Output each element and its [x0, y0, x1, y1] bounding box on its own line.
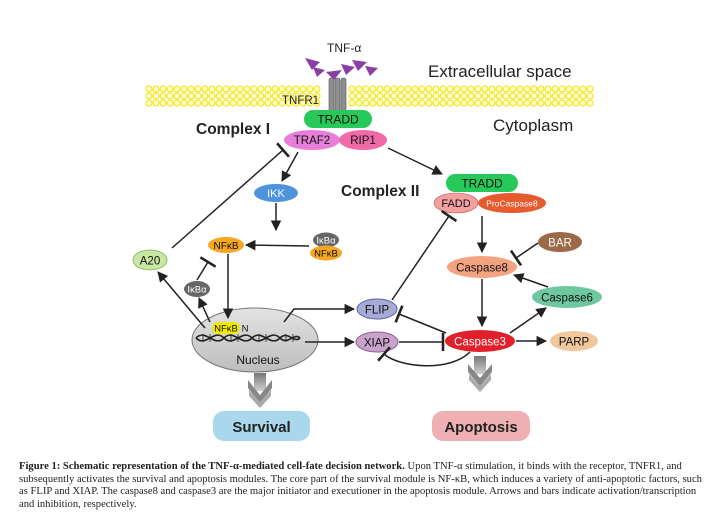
- tnfr1-receptor-icon: [328, 77, 347, 113]
- survival-gray-arrow-icon: [248, 373, 272, 408]
- svg-text:NFκB: NFκB: [314, 249, 338, 260]
- network-edges: [157, 142, 549, 367]
- svg-text:FLIP: FLIP: [365, 305, 390, 317]
- tnf-network-diagram: Extracellular space Cytoplasm TNF-α TNFR…: [132, 41, 602, 441]
- svg-text:IκBα: IκBα: [187, 285, 207, 296]
- parp-node: PARP: [550, 331, 598, 351]
- figure-caption-body: Upon TNF-α stimulation, it binds with th…: [19, 461, 702, 510]
- survival-outcome: Survival: [213, 411, 310, 441]
- svg-text:A20: A20: [140, 256, 160, 268]
- edge-caspase3-inhibits-flip: [394, 305, 447, 334]
- flip-node: FLIP: [356, 298, 398, 320]
- edge-nucleus-a20: [157, 271, 206, 329]
- ikba-left-node: IκBα: [184, 281, 210, 297]
- svg-text:Caspase8: Caspase8: [456, 263, 508, 275]
- tnf-label: TNF-α: [327, 41, 361, 55]
- apoptosis-outcome: Apoptosis: [432, 411, 530, 441]
- edge-ikba-inhibits-nfkb: [196, 256, 217, 281]
- svg-text:XIAP: XIAP: [364, 338, 391, 350]
- svg-text:N: N: [242, 324, 249, 335]
- rip1-node: RIP1: [339, 130, 387, 150]
- xiap-node: XIAP: [355, 331, 399, 353]
- svg-text:Survival: Survival: [232, 419, 290, 436]
- edge-nucleus-flip: [283, 303, 356, 323]
- tnfr1-label: TNFR1: [282, 95, 319, 107]
- caspase3-node: Caspase3: [445, 330, 515, 352]
- edge-nucleus-ikba: [198, 297, 211, 323]
- svg-text:PARP: PARP: [559, 337, 590, 349]
- edge-rip1-complex2: [387, 147, 443, 175]
- nfkb-nucleus-node: NFκB N: [212, 322, 249, 335]
- fadd-node: FADD: [433, 192, 479, 214]
- svg-text:Caspase3: Caspase3: [454, 337, 506, 349]
- cell-membrane: [145, 85, 594, 107]
- svg-text:IKK: IKK: [267, 188, 285, 200]
- tradd-node-complex2: TRADD: [446, 174, 518, 192]
- dna-helix-icon: [195, 334, 301, 342]
- bar-node: BAR: [538, 232, 582, 252]
- complex1-label: Complex I: [196, 121, 270, 138]
- apoptosis-gray-arrow-icon: [468, 356, 492, 392]
- nucleus-label: Nucleus: [236, 353, 279, 367]
- procaspase8-node: ProCaspase8: [478, 193, 546, 213]
- edge-traf2-ikk: [281, 151, 299, 182]
- svg-text:NFκB: NFκB: [214, 324, 238, 335]
- svg-text:TRADD: TRADD: [317, 113, 359, 127]
- edge-complex-nfkb: [244, 239, 310, 251]
- svg-text:IκBα: IκBα: [316, 236, 336, 247]
- tnf-ligand-icon: [305, 58, 378, 80]
- extracellular-space-label: Extracellular space: [428, 62, 572, 81]
- ikk-node: IKK: [254, 184, 298, 202]
- svg-text:BAR: BAR: [548, 238, 572, 250]
- edge-bar-inhibits-caspase8: [509, 242, 539, 267]
- svg-text:TRAF2: TRAF2: [294, 135, 330, 147]
- ikba-nfkb-complex-node: IκBα NFκB: [310, 232, 342, 261]
- cytoplasm-label: Cytoplasm: [493, 116, 573, 135]
- edge-a20-inhibits-complex1: [171, 142, 290, 249]
- traf2-node: TRAF2: [284, 130, 340, 150]
- svg-text:FADD: FADD: [441, 198, 470, 210]
- complex2-label: Complex II: [341, 183, 419, 200]
- svg-text:NFκB: NFκB: [214, 241, 239, 252]
- caspase8-node: Caspase8: [447, 256, 517, 278]
- svg-text:RIP1: RIP1: [350, 135, 376, 147]
- figure-caption-title: Figure 1: Schematic representation of th…: [19, 461, 405, 472]
- svg-text:Apoptosis: Apoptosis: [444, 419, 517, 436]
- edge-caspase3-inhibits-xiap: [377, 346, 471, 367]
- nfkb-free-node: NFκB: [208, 237, 244, 253]
- edge-caspase6-caspase8: [513, 273, 549, 288]
- a20-node: A20: [132, 249, 168, 271]
- svg-text:ProCaspase8: ProCaspase8: [486, 199, 538, 209]
- edge-flip-inhibits-fadd: [391, 209, 458, 301]
- edge-caspase3-caspase6: [509, 307, 547, 334]
- figure-caption: Figure 1: Schematic representation of th…: [19, 461, 707, 511]
- svg-text:TRADD: TRADD: [461, 177, 503, 191]
- svg-text:Caspase6: Caspase6: [541, 293, 593, 305]
- caspase6-node: Caspase6: [532, 286, 602, 308]
- tradd-node-complex1: TRADD: [304, 110, 372, 128]
